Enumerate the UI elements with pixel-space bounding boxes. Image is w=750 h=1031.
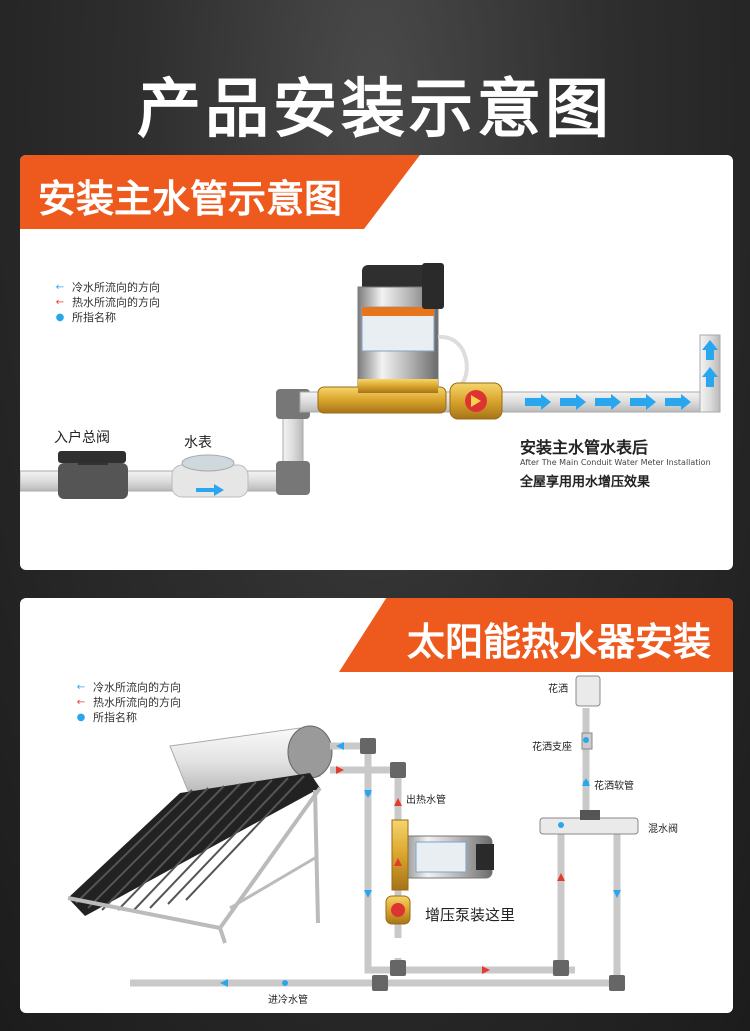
mixing-valve (539, 817, 639, 835)
legend-hot: ←热水所流向的方向 (55, 296, 160, 309)
pipe-elbows (360, 738, 625, 991)
cold-flow-arrows (525, 340, 718, 410)
main-pipe-banner-text: 安装主水管示意图 (38, 177, 343, 221)
hot-out-label: 出热水管 (406, 795, 446, 806)
pump-fitting (391, 819, 409, 891)
legend-point: ●所指名称 (55, 311, 116, 324)
flow-arrow-icon (471, 395, 481, 407)
main-pipe-panel: 安装主水管示意图 ←冷水所流向的方向 ←热水所流向的方向 ●所指名称 (20, 155, 733, 570)
legend-point: ●所指名称 (76, 711, 137, 724)
cold-arrow-icon: ← (76, 682, 86, 693)
panel1-legend: ←冷水所流向的方向 ←热水所流向的方向 ●所指名称 (54, 280, 160, 325)
legend-cold: ←冷水所流向的方向 (55, 281, 160, 294)
shower-head (575, 675, 601, 707)
hot-arrow-icon: ← (76, 697, 86, 708)
caption-cn2: 全屋享用用水增压效果 (520, 475, 651, 490)
caption-en: After The Main Conduit Water Meter Insta… (520, 458, 711, 467)
mixing-valve-label: 混水阀 (648, 824, 678, 835)
solar-banner: 太阳能热水器安装 (339, 598, 733, 672)
main-pipe-banner: 安装主水管示意图 (20, 155, 420, 229)
valve-handle (58, 451, 126, 463)
shower-label: 花洒 (548, 684, 568, 695)
shower-hose-label: 花洒软管 (594, 781, 634, 792)
solar-banner-text: 太阳能热水器安装 (406, 620, 711, 664)
pump-cable (437, 334, 469, 387)
legend-hot: ←热水所流向的方向 (76, 696, 181, 709)
solar-water-heater (67, 725, 333, 944)
hot-arrow-icon: ← (55, 297, 65, 308)
solar-panel-section: 太阳能热水器安装 ←冷水所流向的方向 ←热水所流向的方向 ●所指名称 (20, 598, 733, 1013)
panel2-legend: ←冷水所流向的方向 ←热水所流向的方向 ●所指名称 (75, 680, 181, 725)
pump-here-label: 增压泵装这里 (425, 906, 516, 924)
meter-arrow-icon (196, 484, 224, 496)
legend-cold: ←冷水所流向的方向 (76, 681, 181, 694)
main-pipe-diagram (20, 263, 721, 499)
cold-arrow-icon: ← (55, 282, 65, 293)
solar-diagram (67, 675, 639, 991)
pump-cap (362, 265, 434, 293)
hot-flow-arrows (336, 766, 565, 974)
label-dots (282, 737, 589, 986)
dot-icon: ● (55, 312, 65, 323)
shower-mount-label: 花洒支座 (532, 742, 572, 753)
elbow-bottom (276, 461, 310, 495)
meter-label: 水表 (184, 435, 212, 451)
dot-icon: ● (76, 712, 86, 723)
pump-cable-box (422, 263, 444, 309)
page-title: 产品安装示意图 (137, 73, 613, 147)
valve-label: 入户总阀 (54, 430, 110, 446)
caption-cn: 安装主水管水表后 (520, 438, 649, 457)
cold-in-label: 进冷水管 (268, 995, 308, 1006)
main-valve (58, 463, 128, 499)
